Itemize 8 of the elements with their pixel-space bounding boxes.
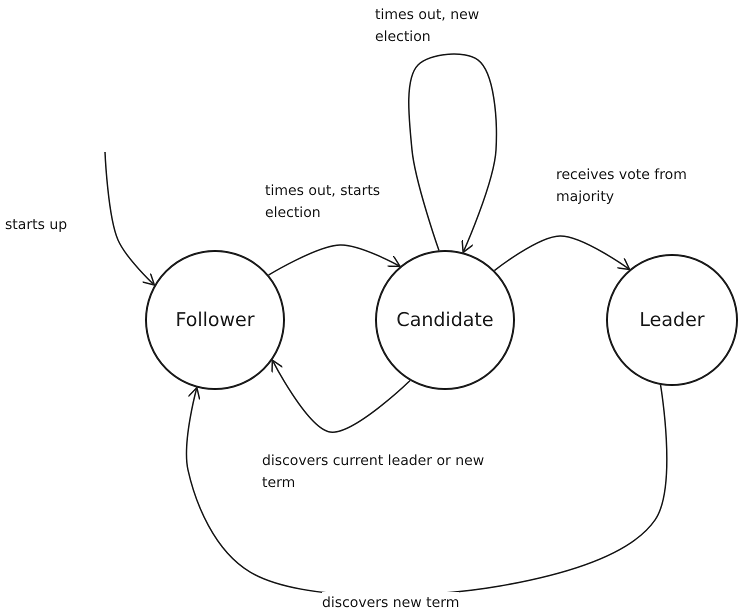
- arrow: [104, 152, 156, 286]
- arrow: [271, 359, 411, 433]
- state-name: Leader: [639, 309, 705, 331]
- state-name: Candidate: [396, 309, 494, 331]
- arrow: [408, 53, 498, 254]
- state-name: Follower: [175, 309, 255, 331]
- arrow: [268, 244, 401, 276]
- arrow: [494, 235, 630, 272]
